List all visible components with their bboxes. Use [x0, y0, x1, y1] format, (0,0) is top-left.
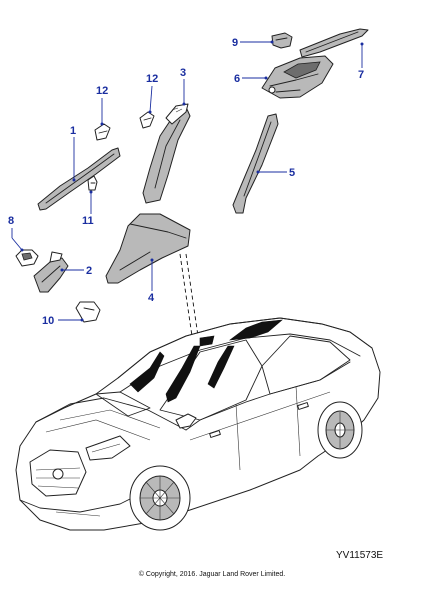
callout-label-2: 2 — [86, 265, 92, 277]
callout-5: 5 — [256, 167, 295, 179]
callout-12-left: 12 — [96, 85, 108, 126]
part-4-a-pillar-lower-trim — [105, 213, 191, 284]
callout-4: 4 — [148, 258, 155, 304]
callout-label-12-upper: 12 — [146, 73, 158, 85]
part-6-pillar-assembly — [261, 55, 334, 99]
callout-label-12-left: 12 — [96, 85, 108, 97]
callout-2: 2 — [60, 265, 92, 277]
part-2-lower-bracket — [33, 251, 69, 293]
callout-10: 10 — [42, 315, 84, 327]
callout-label-6: 6 — [234, 73, 240, 85]
callout-8: 8 — [8, 215, 24, 252]
part-9-clip — [271, 32, 293, 49]
part-3-a-pillar-upper-trim — [142, 103, 191, 204]
guide-lines — [179, 253, 199, 337]
part-5-pillar-trim — [232, 113, 279, 214]
callout-6: 6 — [234, 73, 268, 85]
callout-7: 7 — [358, 42, 364, 81]
car-illustration — [15, 317, 381, 531]
callout-label-8: 8 — [8, 215, 14, 227]
part-1-a-pillar-trim — [37, 147, 121, 211]
callout-9: 9 — [232, 37, 274, 49]
callout-label-3: 3 — [180, 67, 186, 79]
copyright-notice: © Copyright, 2016. Jaguar Land Rover Lim… — [138, 571, 286, 578]
part-11-clip — [87, 175, 98, 191]
part-8-clip — [15, 249, 39, 267]
callout-label-10: 10 — [42, 315, 54, 327]
callout-3: 3 — [180, 67, 186, 106]
callout-1: 1 — [70, 125, 76, 182]
part-12-bracket-upper — [139, 111, 155, 129]
callout-12-upper: 12 — [146, 73, 158, 114]
callout-label-4: 4 — [148, 292, 155, 304]
part-10-clip — [75, 301, 101, 323]
callout-label-9: 9 — [232, 37, 238, 49]
reference-code: YV11573E — [336, 550, 384, 561]
callout-label-7: 7 — [358, 69, 364, 81]
callout-11: 11 — [82, 190, 94, 227]
callout-label-11: 11 — [82, 215, 94, 227]
callout-label-5: 5 — [289, 167, 295, 179]
callout-label-1: 1 — [70, 125, 76, 137]
part-12-bracket-left — [94, 123, 111, 141]
part-7-upper-trim — [299, 28, 369, 58]
